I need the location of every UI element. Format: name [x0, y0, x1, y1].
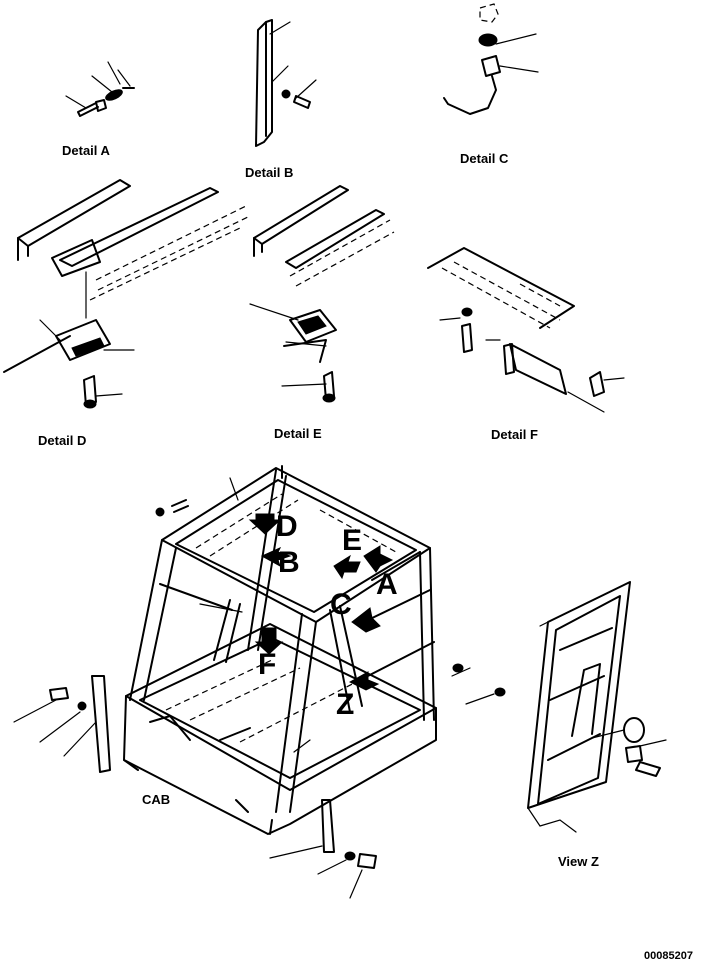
detail-d-caption: Detail D — [38, 433, 87, 448]
marker-a: A — [376, 568, 398, 601]
marker-b: B — [278, 546, 300, 579]
detail-c-drawing — [443, 3, 539, 115]
view-z-caption: View Z — [558, 854, 599, 869]
marker-e: E — [342, 524, 363, 557]
detail-b-drawing — [255, 19, 317, 147]
view-z-drawing — [527, 581, 667, 833]
detail-c-caption: Detail C — [460, 151, 509, 166]
marker-c: C — [330, 588, 352, 621]
detail-e-drawing — [249, 185, 395, 403]
detail-f-caption: Detail F — [491, 427, 538, 442]
detail-e-caption: Detail E — [274, 426, 322, 441]
detail-a-caption: Detail A — [62, 143, 110, 158]
detail-f-drawing — [427, 247, 625, 413]
cab-caption: CAB — [142, 792, 171, 807]
marker-d: D — [276, 510, 298, 543]
detail-b-caption: Detail B — [245, 165, 294, 180]
detail-a-drawing — [65, 61, 135, 117]
cab-frame-drawing — [13, 465, 506, 899]
drawing-code: 00085207 — [644, 950, 693, 962]
marker-f: F — [258, 648, 277, 681]
detail-d-drawing — [3, 179, 251, 409]
marker-z: Z — [336, 688, 355, 721]
